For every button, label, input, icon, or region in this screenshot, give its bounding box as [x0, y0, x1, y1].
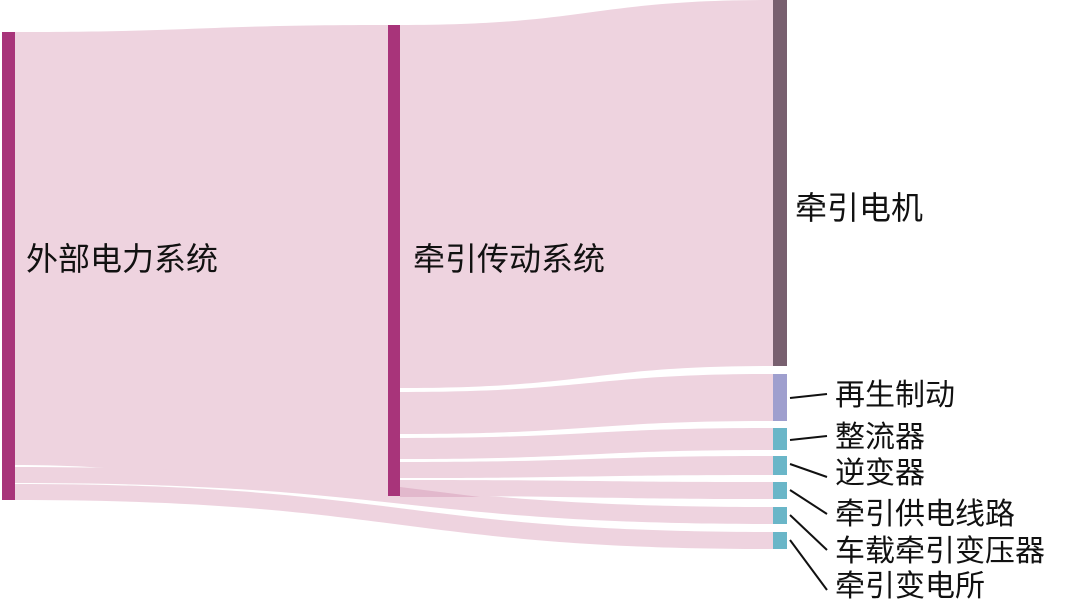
leader-line-inverter — [789, 463, 828, 478]
link-traction-drive-to-motor — [400, 0, 773, 388]
link-external-to-substation — [15, 484, 773, 549]
label-external: 外部电力系统 — [26, 240, 219, 278]
label-feeder: 牵引供电线路 — [835, 497, 1015, 532]
label-inverter: 逆变器 — [835, 456, 925, 491]
label-regen: 再生制动 — [835, 378, 955, 413]
nodes — [2, 0, 787, 549]
leader-line-regen — [789, 393, 828, 399]
label-traction-drive: 牵引传动系统 — [413, 240, 606, 278]
node-transformer[interactable] — [773, 507, 787, 524]
node-feeder[interactable] — [773, 482, 787, 499]
link-shadow — [400, 487, 480, 497]
link-traction-drive-to-regen — [400, 374, 773, 434]
link-traction-drive-to-inverter — [400, 456, 773, 478]
leader-line-transformer — [789, 514, 828, 551]
node-rectifier[interactable] — [773, 428, 787, 450]
label-rectifier: 整流器 — [835, 420, 925, 455]
leader-line-feeder — [789, 489, 828, 515]
label-transformer: 车载牵引变压器 — [835, 534, 1045, 569]
link-external-to-traction-drive — [15, 25, 388, 496]
leader-line-rectifier — [789, 435, 828, 441]
leader-line-substation — [789, 539, 828, 591]
node-motor[interactable] — [773, 0, 787, 366]
link-traction-drive-to-rectifier — [400, 428, 773, 459]
node-regen[interactable] — [773, 374, 787, 421]
node-traction-drive[interactable] — [388, 25, 400, 496]
links — [15, 0, 773, 549]
label-substation: 牵引变电所 — [835, 569, 985, 604]
node-inverter[interactable] — [773, 456, 787, 475]
link-traction-drive-to-feeder — [400, 480, 773, 499]
leader-lines — [789, 393, 828, 591]
node-external[interactable] — [2, 32, 15, 500]
label-motor: 牵引电机 — [795, 189, 924, 227]
node-substation[interactable] — [773, 532, 787, 549]
